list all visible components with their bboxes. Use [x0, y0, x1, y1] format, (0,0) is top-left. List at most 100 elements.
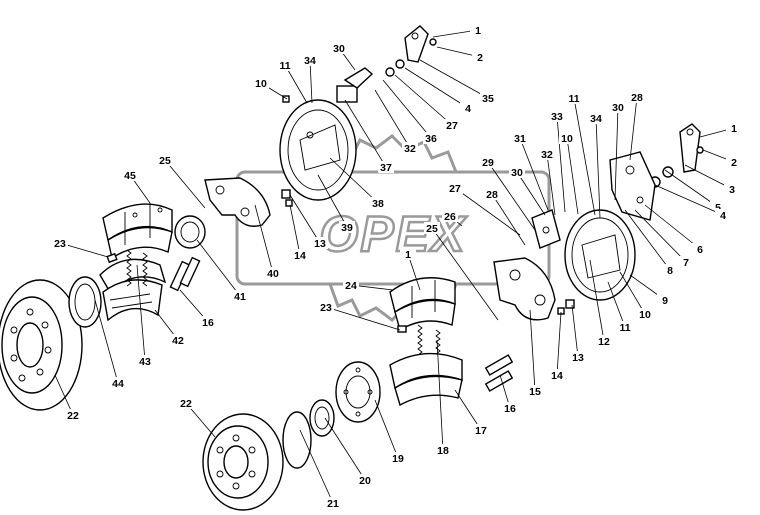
callout-number: 20: [359, 475, 371, 487]
callout-leader-line: [325, 306, 401, 331]
callout-number: 17: [475, 425, 487, 437]
callout-label-backing: [325, 497, 341, 509]
callout-24: 24: [343, 279, 394, 292]
callout-leader-line: [289, 204, 301, 256]
callout-label-backing: [357, 474, 373, 486]
callout-23: 23: [318, 301, 401, 331]
callout-19: 19: [374, 399, 406, 465]
roller-left: [106, 252, 118, 264]
callout-37: 37: [344, 99, 394, 174]
callout-36: 36: [382, 79, 439, 145]
callout-number: 22: [180, 398, 192, 410]
callout-number: 39: [341, 222, 353, 234]
callout-label-backing: [292, 249, 308, 261]
callout-leader-line: [317, 174, 348, 228]
washer-upper: [429, 38, 437, 46]
wheel-hub: [335, 361, 381, 423]
callout-number: 30: [333, 43, 345, 55]
callout-34: 34: [302, 54, 318, 104]
callout-label-backing: [472, 51, 488, 63]
callout-leader-line: [624, 209, 671, 271]
callout-label-backing: [318, 301, 334, 313]
callout-label-backing: [692, 243, 708, 255]
callout-40: 40: [254, 204, 281, 280]
callout-number: 15: [529, 386, 541, 398]
callout-leader-line: [394, 74, 453, 126]
callout-label-backing: [52, 237, 68, 249]
callout-41: 41: [196, 239, 248, 303]
callout-number: 29: [482, 157, 494, 169]
callout-number: 32: [404, 143, 416, 155]
callout-4: 4: [404, 67, 476, 115]
callout-45: 45: [122, 169, 151, 204]
callout-label-backing: [400, 248, 416, 260]
callout-leader-line: [196, 239, 241, 297]
callout-28: 28: [629, 91, 645, 161]
callout-number: 28: [631, 92, 643, 104]
callout-label-backing: [629, 91, 645, 103]
callout-number: 21: [327, 498, 339, 510]
callout-number: 36: [425, 133, 437, 145]
callout-number: 37: [380, 162, 392, 174]
callout-number: 10: [639, 309, 651, 321]
callout-leader-line: [419, 59, 489, 99]
callout-16: 16: [179, 289, 216, 329]
callout-16: 16: [499, 374, 518, 415]
callout-label-backing: [312, 237, 328, 249]
callout-label-backing: [178, 397, 194, 409]
callout-label-backing: [370, 197, 386, 209]
callout-22: 22: [54, 374, 81, 422]
brake-drum-center: [202, 413, 284, 511]
callout-leader-line: [566, 137, 579, 215]
callout-leader-line: [136, 264, 146, 362]
callout-leader-line: [254, 204, 274, 274]
callout-leader-line: [516, 171, 546, 216]
callout-30: 30: [509, 166, 546, 216]
callout-leader-line: [573, 97, 596, 216]
watermark-text: OPEX: [320, 206, 468, 262]
callout-label-backing: [570, 351, 586, 363]
callout-10: 10: [559, 132, 579, 215]
callout-31: 31: [512, 132, 549, 211]
callout-10: 10: [619, 271, 653, 321]
callout-label-backing: [480, 156, 496, 168]
callout-label-backing: [302, 54, 318, 66]
callout-number: 27: [449, 183, 461, 195]
callout-number: 31: [514, 133, 526, 145]
callout-leader-line: [619, 271, 646, 315]
callout-33: 33: [549, 110, 566, 213]
callout-number: 14: [294, 250, 306, 262]
callout-label-backing: [527, 385, 543, 397]
callout-25: 25: [157, 154, 206, 209]
bolt-13-left: [281, 189, 291, 199]
callout-label-backing: [726, 156, 742, 168]
washer-right: [696, 146, 704, 154]
chamber-bracket-right: [531, 209, 561, 249]
callout-number: 19: [392, 453, 404, 465]
callout-number: 45: [124, 170, 136, 182]
callout-label-backing: [442, 210, 458, 222]
callout-number: 13: [572, 352, 584, 364]
callout-28: 28: [484, 188, 526, 246]
callout-29: 29: [480, 156, 536, 231]
slack-adjuster-upper: [404, 25, 429, 63]
callout-number: 9: [662, 295, 668, 307]
callout-number: 11: [568, 93, 579, 105]
callout-number: 30: [511, 167, 523, 179]
callout-number: 35: [482, 93, 494, 105]
callout-42: 42: [154, 309, 186, 347]
callout-label-backing: [637, 308, 653, 320]
callout-label-backing: [277, 59, 293, 71]
callout-number: 42: [172, 335, 184, 347]
brake-shoe-lower-left: [99, 258, 167, 322]
callout-2: 2: [702, 149, 742, 169]
callout-number: 25: [159, 155, 171, 167]
callout-leader-line: [529, 309, 536, 392]
callout-leader-line: [436, 339, 444, 451]
callout-leader-line: [644, 204, 701, 250]
callout-21: 21: [299, 429, 341, 510]
callout-label-backing: [724, 183, 740, 195]
callout-22: 22: [178, 397, 216, 438]
callout-13: 13: [570, 304, 586, 364]
